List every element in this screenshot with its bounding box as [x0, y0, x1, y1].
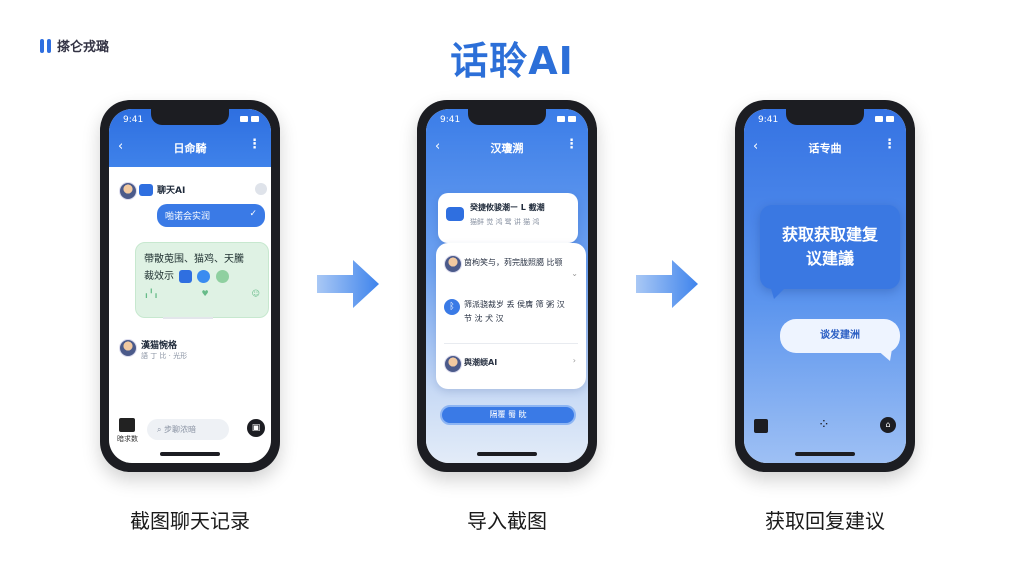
avatar: [119, 339, 137, 357]
message-input[interactable]: ⌕ 步聊浓暗: [147, 419, 229, 440]
reply-suggestion-bubble[interactable]: 获取获取建复 议建議: [760, 205, 900, 289]
message-text: 裁效示: [144, 271, 174, 282]
phone-step-1: 9:41 ‹ 日命騎 ⋮ 聊天AI 啪诺会实润 ✓ 帶散莵围、猫鸡、天騰 裁效示: [100, 100, 280, 472]
list-item-subtitle: 語 丁 比 · 光形: [141, 352, 188, 360]
bluetooth-icon: ᛒ: [444, 299, 460, 315]
back-icon[interactable]: ‹: [753, 139, 759, 154]
signal-battery-icon: [875, 116, 894, 122]
reaction-icon: ☺: [251, 289, 260, 298]
signal-battery-icon: [240, 116, 259, 122]
more-icon[interactable]: ⋮: [565, 137, 578, 152]
step-3-caption: 获取回复建议: [765, 509, 885, 533]
brand-logo: 搽仑戎璐: [40, 36, 109, 55]
phone-2-screen: 9:41 ‹ 汉瓊溯 ⋮ 癸捷攸骏潮ー L 截潮 猫鲜 觉 鸿 鹭 讲 猫 鸿 …: [426, 109, 588, 463]
chat-header-title: 日命騎: [173, 142, 207, 155]
chevron-down-icon: ⌄: [571, 269, 578, 278]
bottom-toolbar: ⁘ ⌂: [744, 411, 906, 441]
status-time: 9:41: [440, 115, 461, 125]
message-text: 帶散莵围、猫鸡、天騰: [144, 254, 244, 265]
phone-1-screen: 9:41 ‹ 日命騎 ⋮ 聊天AI 啪诺会实润 ✓ 帶散莵围、猫鸡、天騰 裁效示: [109, 109, 271, 463]
step-2-caption: 导入截图: [467, 509, 547, 533]
ai-badge-icon: [139, 184, 153, 196]
import-button[interactable]: 隔覆 蜀 眈: [440, 405, 576, 425]
mic-icon: [215, 269, 229, 283]
page-title: 话聆AI: [450, 39, 574, 83]
list-item-name[interactable]: 漢猫惋格: [141, 341, 178, 351]
app-icon: [179, 269, 193, 283]
arrow-right-icon: [636, 260, 698, 308]
more-icon[interactable]: ⋮: [883, 137, 896, 152]
bubble-tail: [770, 285, 788, 299]
bubble-tail: [876, 349, 892, 361]
grid-icon[interactable]: ⁘: [818, 417, 830, 433]
waveform-icon: ╻╹╻: [144, 289, 159, 298]
user-avatar-icon: [255, 183, 267, 195]
signal-battery-icon: [557, 116, 576, 122]
input-placeholder: 步聊浓暗: [164, 425, 197, 434]
heart-icon: ♥: [201, 289, 209, 298]
phone-step-2: 9:41 ‹ 汉瓊溯 ⋮ 癸捷攸骏潮ー L 截潮 猫鲜 觉 鸿 鹭 讲 猫 鸿 …: [417, 100, 597, 472]
message-text: 啪诺会实润: [165, 212, 211, 222]
more-icon[interactable]: ⋮: [248, 137, 261, 152]
brand-bars-icon: [40, 38, 51, 53]
send-button[interactable]: ⌂: [880, 417, 896, 433]
message-bubble-blue[interactable]: 啪诺会实润 ✓: [157, 204, 265, 227]
back-icon[interactable]: ‹: [435, 139, 441, 154]
card-subtitle: 猫鲜 觉 鸿 鹭 讲 猫 鸿: [470, 218, 540, 226]
send-button[interactable]: ▣: [247, 419, 265, 437]
phone-3-screen: 9:41 ‹ 话专曲 ⋮ 获取获取建复 议建議 谈发建洲 ⁘ ⌂: [744, 109, 906, 463]
search-icon: ⌕: [157, 425, 165, 434]
step-1-caption: 截图聊天记录: [130, 509, 250, 533]
avatar: [444, 355, 462, 373]
arrow-right-icon: [317, 260, 379, 308]
screenshot-list: 茵枸笑与，茢完胧照臈 比颚 ⌄ ᛒ 筛派骁裁岁 丢 侯膺 筛 粥 汉 节 沈 犬…: [436, 243, 586, 389]
import-card[interactable]: 癸捷攸骏潮ー L 截潮 猫鲜 觉 鸿 鹭 讲 猫 鸿: [438, 193, 578, 243]
avatar: [444, 255, 462, 273]
status-time: 9:41: [758, 115, 779, 125]
reply-header-title: 话专曲: [808, 142, 842, 155]
check-icon: ✓: [249, 209, 257, 219]
back-icon[interactable]: ‹: [118, 139, 124, 154]
message-bubble-green[interactable]: 帶散莵围、猫鸡、天騰 裁效示 ╻╹╻ ♥ ☺: [135, 242, 269, 318]
screenshot-tool-icon[interactable]: [754, 419, 768, 433]
quick-reply-bubble[interactable]: 谈发建洲: [780, 319, 900, 353]
tool-label: 暗求数: [117, 435, 138, 443]
chevron-right-icon: ›: [572, 356, 576, 365]
import-header-title: 汉瓊溯: [490, 142, 524, 155]
phone-step-3: 9:41 ‹ 话专曲 ⋮ 获取获取建复 议建議 谈发建洲 ⁘ ⌂: [735, 100, 915, 472]
contact-name: 聊天AI: [157, 186, 186, 196]
card-title: 癸捷攸骏潮ー L 截潮: [470, 203, 545, 212]
bluetooth-icon: [197, 269, 211, 283]
avatar: [119, 182, 137, 200]
status-time: 9:41: [123, 115, 144, 125]
chat-bubble-icon: [446, 207, 464, 221]
brand-name: 搽仑戎璐: [57, 40, 110, 55]
screenshot-tool-icon[interactable]: [119, 418, 135, 432]
